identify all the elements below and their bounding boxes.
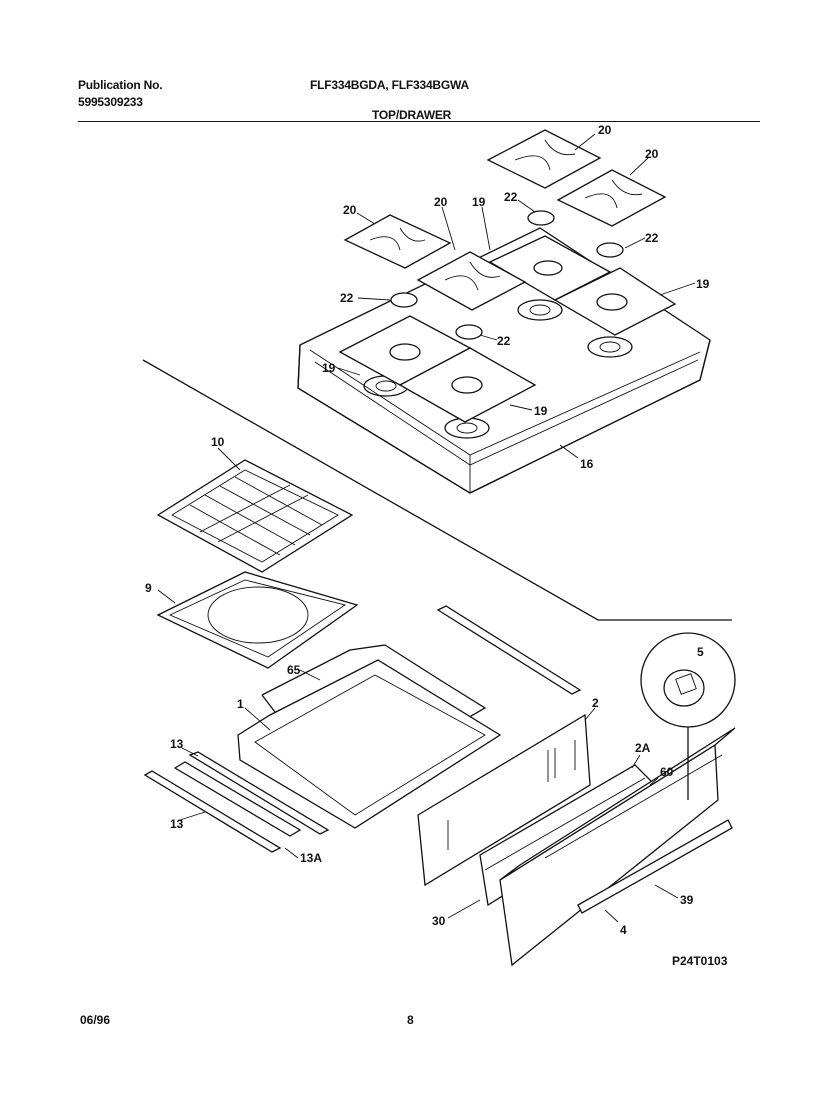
footer-page-number: 8 (407, 1013, 414, 1027)
burner-cap (596, 242, 624, 258)
model-numbers: FLF334BGDA, FLF334BGWA (310, 78, 469, 92)
broiler-grid (156, 459, 354, 573)
grate-front-right (556, 169, 667, 227)
section-divider-line (142, 359, 732, 621)
callout-broiler-pan: 9 (145, 581, 152, 595)
section-title: TOP/DRAWER (372, 108, 452, 122)
header-rule (78, 121, 760, 122)
publication-label: Publication No. (78, 78, 163, 92)
drawer-front-panel (499, 727, 736, 967)
grate-front-left (416, 251, 527, 311)
burner-cap (527, 210, 555, 226)
callout-burner-tray: 19 (472, 195, 486, 209)
publication-number: 5995309233 (78, 95, 143, 109)
callout-burner-cap: 22 (340, 291, 354, 305)
callout-grate: 20 (343, 203, 357, 217)
callout-bracket: 30 (432, 914, 446, 928)
broiler-pan (156, 571, 359, 669)
callout-slide-rail: 13A (300, 851, 322, 865)
burner-tray-front-left (338, 315, 537, 423)
callout-grate: 20 (598, 123, 612, 137)
callout-drawer: 1 (237, 697, 244, 711)
drawer (237, 659, 502, 829)
callout-grate: 20 (434, 195, 448, 209)
burner-tray-rear-right (488, 235, 677, 336)
callout-burner-tray: 19 (534, 404, 548, 418)
grate-rear-right (486, 129, 602, 189)
callout-clip: 60 (660, 765, 674, 779)
drawer-slide-lower (143, 770, 282, 853)
diagram-id: P24T0103 (672, 954, 728, 968)
grate-rear-left (343, 214, 452, 269)
callout-burner-cap: 22 (504, 190, 518, 204)
drawer-slide-rail (173, 761, 302, 837)
callout-broiler-grid: 10 (211, 435, 225, 449)
drawer-rail (436, 605, 582, 695)
callout-front-panel: 4 (620, 923, 627, 937)
callout-drawer-back: 2 (592, 696, 599, 710)
burner-cap (455, 324, 483, 340)
knob-detail (640, 632, 736, 800)
drawer-slide-upper (188, 751, 330, 835)
burner-cap (390, 292, 418, 308)
callout-knob: 5 (697, 645, 704, 659)
drawer-handle (577, 819, 733, 914)
footer-date: 06/96 (80, 1013, 111, 1027)
callout-handle: 39 (680, 893, 694, 907)
callout-burner-tray: 19 (696, 277, 710, 291)
callout-burner-cap: 22 (497, 334, 511, 348)
callout-grate: 20 (645, 147, 659, 161)
callout-slide-lower: 13 (170, 817, 184, 831)
callout-slide-upper: 13 (170, 737, 184, 751)
callout-panel: 2A (635, 741, 651, 755)
drawer-back-panel (417, 713, 591, 887)
callout-burner-tray: 19 (322, 361, 336, 375)
callout-burner-cap: 22 (645, 231, 659, 245)
callout-drawer-liner: 65 (287, 663, 301, 677)
callout-cooktop: 16 (580, 457, 594, 471)
leader-lines (157, 133, 696, 923)
